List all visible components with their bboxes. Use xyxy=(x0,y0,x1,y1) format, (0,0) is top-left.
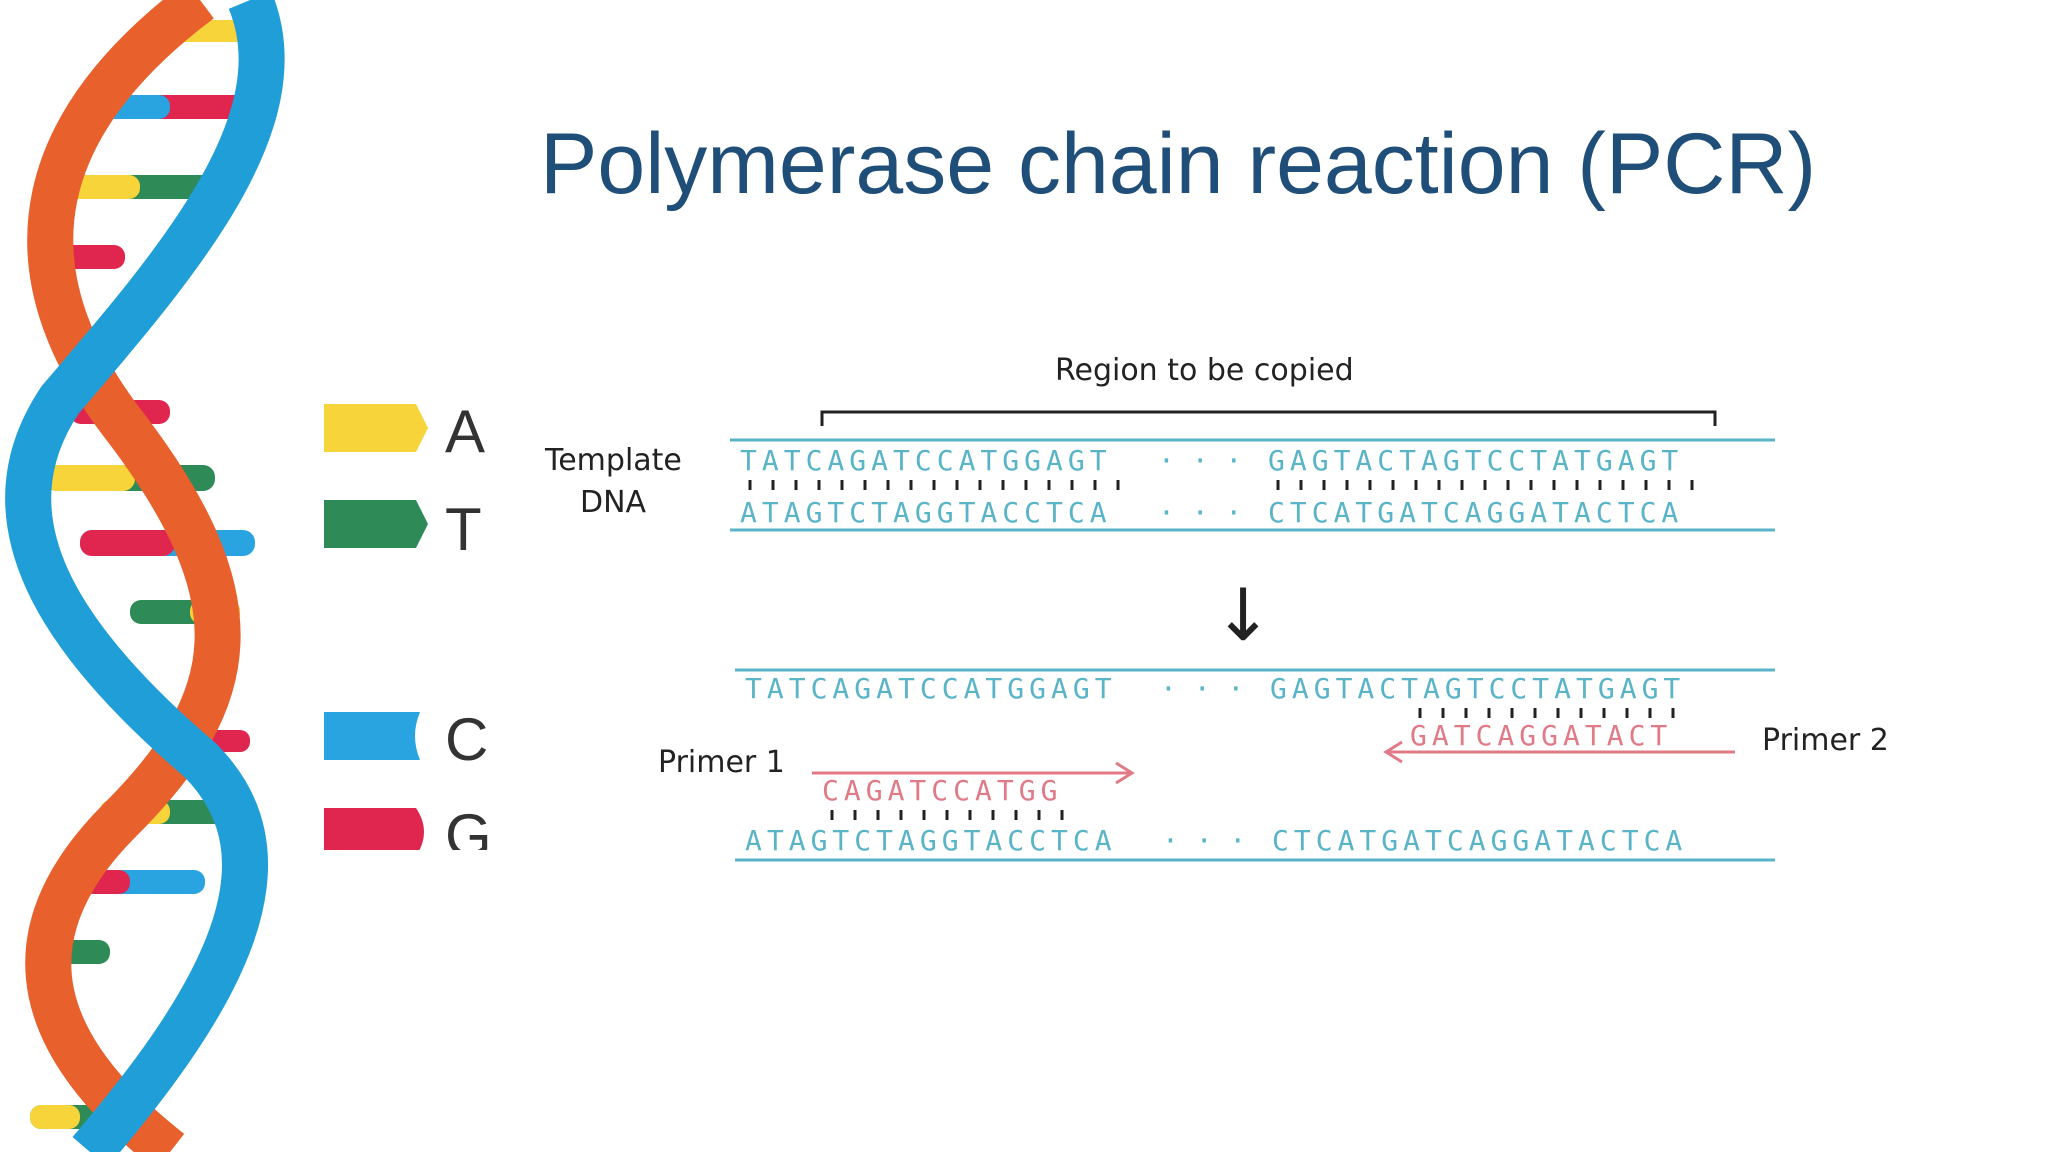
bottom-strand-ellipsis: · · · xyxy=(1162,824,1246,857)
legend-letter-t: T xyxy=(445,496,482,563)
primer2-arrow xyxy=(1383,740,1735,764)
legend-item-t: T xyxy=(324,496,482,563)
helix-orange-strand xyxy=(25,0,241,1152)
primer2-label: Primer 2 xyxy=(1762,723,1889,758)
legend-letter-c: C xyxy=(445,706,488,773)
primer1-label: Primer 1 xyxy=(658,745,785,780)
template-bottom-ellipsis: · · · xyxy=(1158,496,1242,529)
template-top-ellipsis: · · · xyxy=(1158,444,1242,477)
template-base-pair-ticks xyxy=(748,480,1694,490)
nucleotide-legend: A T C G xyxy=(324,398,492,850)
template-top-right-seq: GAGTACTAGTCCTATGAGT xyxy=(1268,444,1683,477)
primer1-ticks xyxy=(830,810,1064,820)
process-arrow: ↓ xyxy=(1213,573,1273,657)
template-bottom-right-seq: CTCATGATCAGGATACTCA xyxy=(1268,496,1683,529)
top-strand-left-seq: TATCAGATCCATGGAGT xyxy=(745,672,1117,705)
dna-helix-illustration xyxy=(5,0,285,1152)
template-dna-label: DNA xyxy=(580,485,647,520)
primer1-seq: CAGATCCATGG xyxy=(822,774,1062,807)
template-bottom-left-seq: ATAGTCTAGGTACCTCA xyxy=(740,496,1112,529)
primer1-arrow xyxy=(812,761,1135,785)
legend-item-a: A xyxy=(324,398,485,465)
top-strand-right-seq: GAGTACTAGTCCTATGAGT xyxy=(1270,672,1685,705)
template-top-left-seq: TATCAGATCCATGGAGT xyxy=(740,444,1112,477)
legend-item-c: C xyxy=(324,706,488,773)
legend-letter-g: G xyxy=(445,802,492,850)
template-label: Template xyxy=(544,443,682,478)
bottom-strand-left-seq: ATAGTCTAGGTACCTCA xyxy=(745,824,1117,857)
primer2-seq: GATCAGGATACT xyxy=(1410,719,1672,752)
bottom-strand-right-seq: CTCATGATCAGGATACTCA xyxy=(1272,824,1687,857)
primer2-ticks xyxy=(1418,708,1675,718)
region-label: Region to be copied xyxy=(1055,353,1354,388)
helix-blue-strand xyxy=(5,0,285,1152)
region-bracket xyxy=(820,410,1717,426)
slide-title: Polymerase chain reaction (PCR) xyxy=(540,116,1817,212)
top-strand-ellipsis: · · · xyxy=(1160,672,1244,705)
pcr-diagram: Region to be copied Template DNA TATCAGA… xyxy=(544,353,1889,862)
legend-letter-a: A xyxy=(445,398,485,465)
legend-item-g: G xyxy=(324,802,492,850)
